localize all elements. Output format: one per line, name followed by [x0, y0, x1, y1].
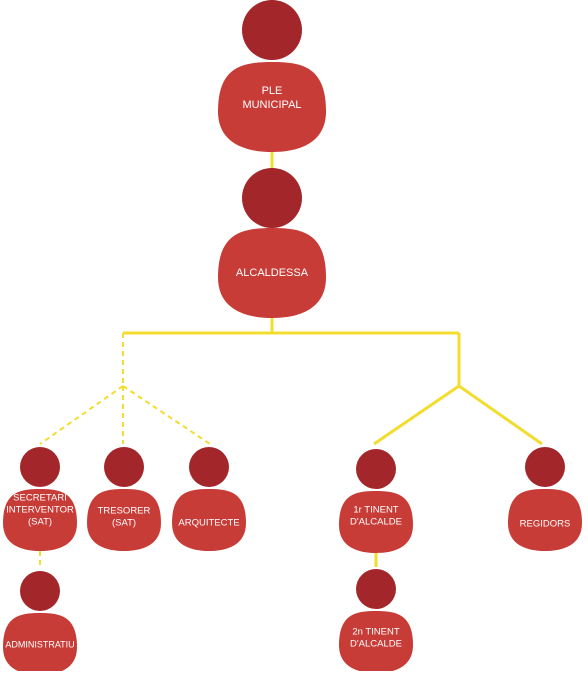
node-ple-municipal: PLE MUNICIPAL — [218, 0, 326, 152]
person-body — [172, 489, 246, 551]
person-head — [242, 168, 302, 228]
node-label: REGIDORS — [520, 519, 571, 530]
person-body — [339, 491, 413, 553]
person-body — [3, 613, 77, 675]
connectors — [39, 150, 543, 569]
node-alcaldessa: ALCALDESSA — [218, 168, 326, 318]
node-label: MUNICIPAL — [242, 99, 301, 111]
node-regidors: REGIDORS — [508, 447, 582, 551]
connector-line — [458, 384, 543, 446]
person-head — [356, 449, 396, 489]
person-body — [3, 489, 77, 551]
person-head — [242, 0, 302, 60]
node-label: PLE — [262, 85, 283, 97]
connector-line — [373, 384, 460, 446]
person-body — [218, 228, 326, 318]
person-body — [508, 489, 582, 551]
node-label: 1r TINENT — [353, 505, 398, 516]
person-head — [189, 447, 229, 487]
node-label: D'ALCALDE — [350, 639, 402, 650]
person-head — [104, 447, 144, 487]
node-label: INTERVENTOR — [6, 505, 74, 516]
connector-dashed — [122, 385, 211, 445]
person-body — [218, 62, 326, 152]
node-label: ALCALDESSA — [236, 267, 309, 279]
connector-dashed — [39, 385, 124, 445]
people: PLE MUNICIPAL ALCALDESSA SECRETARIINTERVENT… — [3, 0, 582, 675]
person-head — [525, 447, 565, 487]
node-tresorer: TRESORER(SAT) — [87, 447, 161, 551]
person-head — [20, 571, 60, 611]
person-head — [356, 569, 396, 609]
node-label: SECRETARI — [13, 493, 67, 504]
person-body — [339, 611, 413, 673]
node-label: D'ALCALDE — [350, 517, 402, 528]
person-body — [87, 489, 161, 551]
node-label: ADMINISTRATIU — [5, 639, 74, 649]
node-arquitecte: ARQUITECTE — [172, 447, 246, 551]
node-administratiu: ADMINISTRATIU — [3, 571, 77, 675]
node-label: 2n TINENT — [352, 627, 400, 638]
person-head — [20, 447, 60, 487]
node-label: ARQUITECTE — [178, 518, 239, 529]
node-label: (SAT) — [112, 518, 136, 529]
node-label: (SAT) — [28, 517, 52, 528]
node-label: TRESORER — [98, 506, 151, 517]
